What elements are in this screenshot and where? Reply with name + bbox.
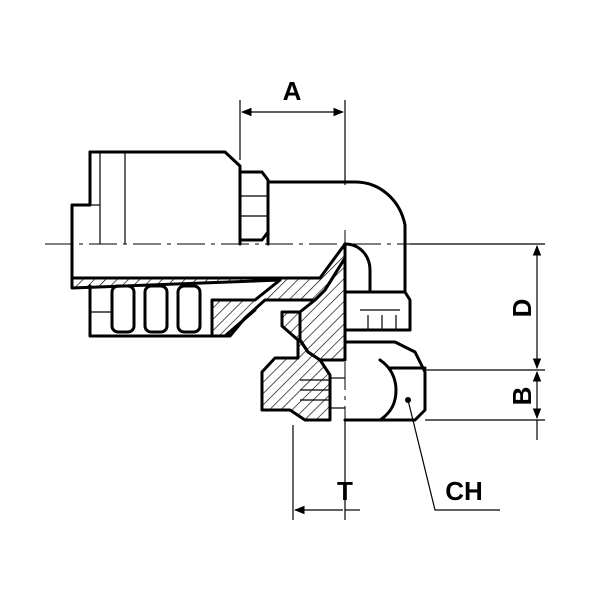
swivel-nut-section <box>260 310 332 422</box>
crimp-hex <box>238 170 270 242</box>
dimension-d: D <box>410 243 545 371</box>
swivel-nut-hex <box>300 340 427 422</box>
ch-label: CH <box>445 476 483 506</box>
dimension-t-label: T <box>337 476 353 506</box>
elbow-body <box>266 180 412 332</box>
hose-ferrule <box>70 150 242 280</box>
leader-ch: CH <box>407 399 500 511</box>
dimension-a: A <box>239 76 346 185</box>
dimension-d-label: D <box>507 299 537 318</box>
dimension-b: B <box>425 370 545 440</box>
nipple-section-hatch <box>70 242 347 338</box>
dimension-t: T <box>292 420 360 520</box>
dimension-b-label: B <box>507 387 537 406</box>
dimension-a-label: A <box>283 76 302 106</box>
